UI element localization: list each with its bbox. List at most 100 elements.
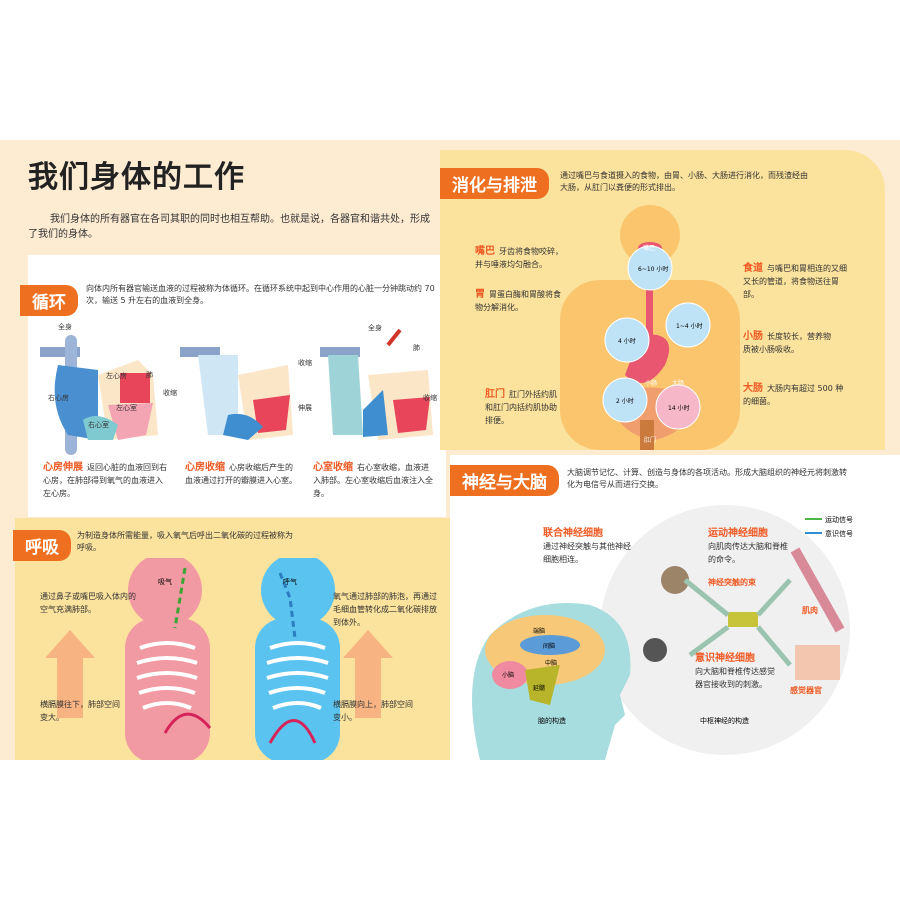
intro-text: 我们身体的所有器官在各司其职的同时也相互帮助。也就是说，各器官和谐共处，形成了我…: [28, 214, 430, 240]
text-label: 小肠: [743, 331, 763, 342]
heart-diagrams: 全身 肺 右心房 左心房 左心室 右心室 收缩 收缩 伸展 全身 肺 收缩: [40, 322, 437, 455]
text-label: 大肠: [743, 383, 763, 394]
label-la: 左心房: [106, 371, 127, 380]
text-label: 意识神经细胞: [695, 653, 755, 664]
organ-large-intestine: 大肠大肠内有超过 500 种的细菌。: [743, 382, 848, 408]
label-body-3: 全身: [368, 323, 382, 332]
text-label: 通过神经突触与其他神经细胞相连。: [543, 542, 631, 564]
label-lung: 肺: [146, 371, 153, 379]
digestion-panel: 消化与排泄 通过嘴巴与食道摄入的食物，由胃、小肠、大肠进行消化，而残渣经由大肠，…: [440, 150, 885, 450]
page-title: 我们身体的工作: [28, 160, 245, 195]
label-rv: 右心室: [88, 420, 109, 429]
timer-4: 2 小时: [616, 397, 634, 405]
circulation-desc: 向体内所有器官输送血液的过程被称为体循环。在循环系统中起到中心作用的心脏一分钟跳…: [86, 284, 435, 305]
digestion-diagram: 6~10 小时 1~4 小时 4 小时 2 小时 14 小时 嘴巴 小肠 大肠 …: [560, 205, 740, 450]
text-label: 胃蛋白酶和胃酸将食物分解消化。: [475, 290, 561, 312]
diagram-small: 小肠: [645, 379, 657, 387]
nerve-desc: 大脑调节记忆、计算、创造与身体的各项活动。形成大脑组织的神经元将刺激转化为电信号…: [567, 468, 847, 489]
brain-diencephalon: 间脑: [543, 642, 555, 650]
timer-3: 4 小时: [618, 337, 636, 345]
legend-motor: 运动信号: [825, 515, 853, 524]
text-label: 向大脑和脊椎传达感觉器官接收到的刺激。: [695, 667, 775, 689]
label-ra: 右心房: [48, 393, 69, 402]
nerve-diagram: 端脑 间脑 中脑 小脑 延髓 脑的构造 中枢神经的构造 运动信号 意识信号 肌肉…: [472, 505, 853, 760]
text-label: 返回心脏的血液回到右心房，在肺部得到氧气的血液进入左心房。: [43, 463, 167, 498]
organ-mouth: 嘴巴牙齿将食物咬碎，并与唾液均匀融合。: [475, 245, 570, 271]
organ-anus: 肛门肛门外括约肌和肛门内括约肌协助排便。: [485, 388, 560, 427]
label-contract-3: 收缩: [423, 393, 437, 402]
sense-organ-shape: [795, 645, 840, 680]
timer-5: 14 小时: [668, 404, 690, 412]
caption-cns: 中枢神经的构造: [700, 716, 749, 725]
label-contract: 收缩: [163, 388, 177, 397]
muscle-shape: [790, 547, 845, 633]
sensory-neuron: 意识神经细胞向大脑和脊椎传达感觉器官接收到的刺激。: [695, 652, 775, 691]
respiration-tag: 呼吸: [13, 530, 71, 561]
sense-organ-label: 感觉器官: [790, 685, 822, 695]
heart-diagram-3: [320, 328, 433, 440]
bundle-label: 神经突触的束: [708, 577, 757, 587]
phase-2: 心房收缩心房收缩后产生的血液通过打开的瓣膜进入心室。: [185, 461, 300, 487]
circulation-tag: 循环: [20, 285, 78, 316]
digestion-desc: 通过嘴巴与食道摄入的食物，由胃、小肠、大肠进行消化，而残渣经由大肠，从肛门以粪便…: [560, 171, 808, 192]
diagram-large: 大肠: [672, 379, 684, 387]
text-label: 向肌肉传达大脑和脊椎的命令。: [708, 542, 788, 564]
text-label: 与嘴巴和胃相连的又细又长的管道，将食物送往胃部。: [743, 264, 847, 299]
text-label: 心房收缩后产生的血液通过打开的瓣膜进入心室。: [185, 463, 297, 485]
text-label: 右心室收缩，血液进入肺部。左心室收缩后血液注入全身。: [313, 463, 433, 498]
respiration-desc: 为制造身体所需能量，吸入氧气后呼出二氧化碳的过程被称为呼吸。: [77, 531, 293, 552]
arrow-up-left: [45, 630, 95, 718]
respiration-diagram: 吸气 呼气: [45, 558, 393, 760]
text-label: 心房收缩: [185, 462, 225, 473]
note-inhale-air: 通过鼻子或嘴巴吸入体内的空气充满肺部。: [40, 592, 136, 614]
text-label: 心室收缩: [313, 462, 353, 473]
label-lung-3: 肺: [413, 344, 420, 352]
text-label: 联合神经细胞: [543, 528, 603, 539]
diagram-mouth: 嘴巴: [643, 244, 655, 252]
note-exhale-air: 氧气通过肺部的肺泡，再通过毛细血管转化成二氧化碳排放到体外。: [333, 592, 437, 627]
muscle-label: 肌肉: [801, 605, 818, 615]
text-label: 心房伸展: [43, 462, 83, 473]
exhale-label: 呼气: [283, 577, 297, 586]
digestion-tag: 消化与排泄: [440, 168, 549, 199]
phase-1: 心房伸展返回心脏的血液回到右心房，在肺部得到氧气的血液进入左心房。: [43, 461, 168, 500]
brain-cerebrum: 端脑: [533, 627, 545, 635]
phase-3: 心室收缩右心室收缩，血液进入肺部。左心室收缩后血液注入全身。: [313, 461, 433, 500]
text-label: 长度较长，营养物质被小肠吸收。: [743, 332, 831, 354]
timer-2: 1~4 小时: [676, 322, 703, 330]
text-label: 运动神经细胞: [708, 528, 768, 539]
organ-esophagus: 食道与嘴巴和胃相连的又细又长的管道，将食物送往胃部。: [743, 262, 853, 301]
label-body: 全身: [58, 322, 72, 331]
diagram-anus: 肛门: [644, 436, 656, 444]
text-label: 肛门: [485, 389, 505, 400]
text-label: 大肠内有超过 500 种的细菌。: [743, 384, 844, 406]
text-label: 嘴巴: [475, 246, 495, 257]
arrow-up-right: [343, 630, 393, 718]
inhale-label: 吸气: [158, 577, 172, 586]
heart-diagram-1: [40, 335, 158, 455]
note-inhale-diaphragm: 横膈膜往下，肺部空间变大。: [40, 700, 120, 722]
label-lv: 左心室: [116, 403, 137, 412]
label-relax: 伸展: [298, 403, 312, 412]
text-label: 食道: [743, 263, 763, 274]
assoc-neuron: 联合神经细胞通过神经突触与其他神经细胞相连。: [543, 527, 633, 566]
circulation-panel: 循环 向体内所有器官输送血液的过程被称为体循环。在循环系统中起到中心作用的心脏一…: [20, 255, 446, 517]
nerve-panel: 神经与大脑 大脑调节记忆、计算、创造与身体的各项活动。形成大脑组织的神经元将刺激…: [450, 455, 900, 760]
text-label: 胃: [475, 289, 485, 300]
text-label: 肛门外括约肌和肛门内括约肌协助排便。: [485, 390, 557, 425]
note-exhale-diaphragm: 横膈膜向上，肺部空间变小。: [333, 700, 413, 722]
nerve-tag: 神经与大脑: [450, 465, 559, 496]
brain-cerebellum: 小脑: [502, 671, 514, 679]
label-contract-2: 收缩: [298, 358, 312, 367]
brain-medulla: 延髓: [533, 684, 545, 692]
heart-diagram-2: [180, 347, 293, 440]
organ-small-intestine: 小肠长度较长，营养物质被小肠吸收。: [743, 330, 838, 356]
legend-sensory: 意识信号: [825, 529, 853, 538]
respiration-panel: 呼吸 为制造身体所需能量，吸入氧气后呼出二氧化碳的过程被称为呼吸。 吸气 呼气 …: [13, 518, 452, 760]
text-label: 牙齿将食物咬碎，并与唾液均匀融合。: [475, 247, 563, 269]
motor-neuron: 运动神经细胞向肌肉传达大脑和脊椎的命令。: [708, 527, 793, 566]
timer-1: 6~10 小时: [638, 265, 668, 273]
brain-midbrain: 中脑: [545, 659, 557, 667]
synapse-bundle: [728, 612, 758, 627]
organ-stomach: 胃胃蛋白酶和胃酸将食物分解消化。: [475, 288, 565, 314]
